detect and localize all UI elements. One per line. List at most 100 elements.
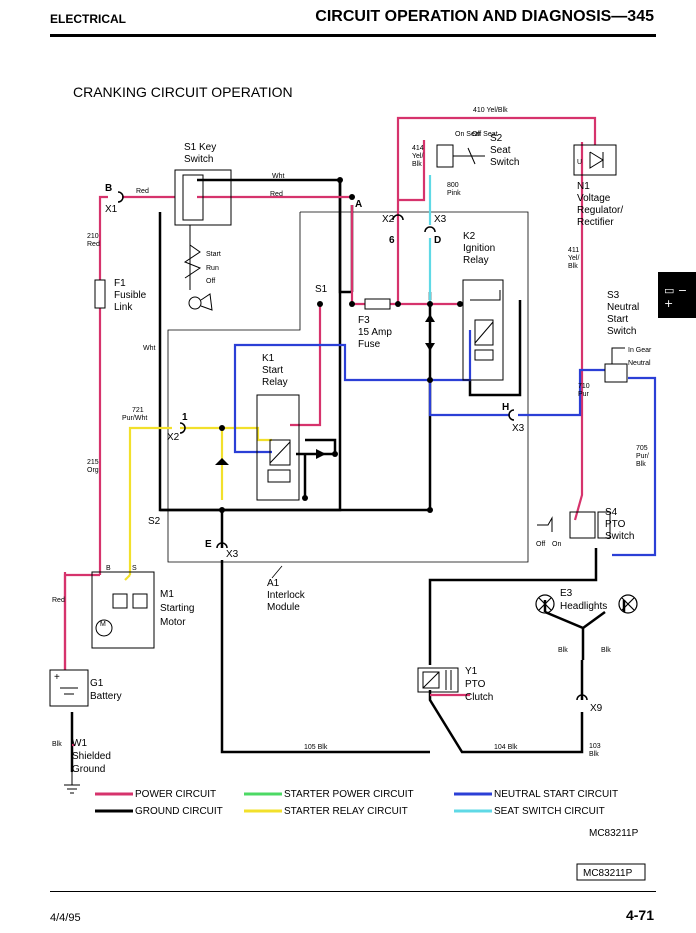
svg-text:PTO: PTO bbox=[605, 519, 626, 530]
svg-text:Start: Start bbox=[262, 365, 283, 376]
k1-diode bbox=[316, 449, 326, 459]
s4-pto-switch bbox=[537, 511, 611, 539]
svg-text:410 Yel/Blk: 410 Yel/Blk bbox=[473, 107, 508, 114]
svg-text:M: M bbox=[100, 621, 106, 628]
svg-text:411: 411 bbox=[568, 247, 579, 254]
m1-starting-motor bbox=[91, 571, 155, 649]
n1-regulator bbox=[573, 144, 617, 176]
svg-text:N1: N1 bbox=[577, 181, 590, 192]
svg-text:Voltage: Voltage bbox=[577, 193, 611, 204]
k2-ignition-relay bbox=[462, 279, 504, 381]
svg-text:Red: Red bbox=[52, 597, 65, 604]
e3-headlights bbox=[535, 594, 638, 614]
svg-text:X1: X1 bbox=[105, 204, 118, 215]
svg-text:E3: E3 bbox=[560, 588, 573, 599]
svg-text:Link: Link bbox=[114, 302, 133, 313]
svg-text:Ignition: Ignition bbox=[463, 243, 495, 254]
svg-text:Switch: Switch bbox=[184, 154, 213, 165]
junction-dot bbox=[457, 301, 463, 307]
svg-text:Run: Run bbox=[206, 265, 219, 272]
junction-dot bbox=[337, 177, 343, 183]
svg-text:721: 721 bbox=[132, 407, 144, 414]
legend-label: STARTER POWER CIRCUIT bbox=[284, 789, 414, 800]
svg-text:103: 103 bbox=[589, 743, 601, 750]
svg-text:B: B bbox=[105, 183, 112, 194]
header-section: ELECTRICAL bbox=[50, 12, 126, 26]
svg-text:Switch: Switch bbox=[605, 531, 634, 542]
svg-text:In Gear: In Gear bbox=[628, 347, 652, 354]
svg-text:Blk: Blk bbox=[589, 751, 599, 758]
junction-dot bbox=[427, 301, 433, 307]
svg-text:Module: Module bbox=[267, 602, 300, 613]
junction-dot bbox=[219, 425, 225, 431]
legend-label: POWER CIRCUIT bbox=[135, 789, 216, 800]
svg-text:X2: X2 bbox=[382, 214, 395, 225]
svg-text:705: 705 bbox=[636, 445, 648, 452]
junction-dot bbox=[332, 451, 338, 457]
svg-text:S1: S1 bbox=[315, 284, 328, 295]
w1-ground-icon bbox=[64, 772, 80, 794]
svg-text:X3: X3 bbox=[434, 214, 447, 225]
svg-text:Yel/: Yel/ bbox=[412, 153, 423, 160]
svg-text:K1: K1 bbox=[262, 353, 275, 364]
f3-fuse bbox=[364, 298, 391, 310]
svg-text:Switch: Switch bbox=[490, 157, 519, 168]
svg-text:M1: M1 bbox=[160, 589, 174, 600]
svg-text:Regulator/: Regulator/ bbox=[577, 205, 623, 216]
legend-label: SEAT SWITCH CIRCUIT bbox=[494, 806, 605, 817]
svg-text:Red: Red bbox=[270, 191, 283, 198]
diode-pair bbox=[425, 314, 435, 351]
svg-text:X2: X2 bbox=[167, 432, 180, 443]
svg-text:D: D bbox=[434, 235, 441, 246]
svg-text:K2: K2 bbox=[463, 231, 476, 242]
junction-dot bbox=[349, 194, 355, 200]
k1-start-relay bbox=[256, 394, 300, 501]
svg-text:104 Blk: 104 Blk bbox=[494, 744, 518, 751]
junction-dot bbox=[317, 301, 323, 307]
svg-text:6: 6 bbox=[389, 235, 395, 246]
svg-text:U: U bbox=[577, 159, 582, 166]
svg-text:E: E bbox=[205, 539, 212, 550]
svg-text:Pur/: Pur/ bbox=[636, 453, 649, 460]
svg-text:B: B bbox=[106, 565, 111, 572]
svg-text:414: 414 bbox=[412, 145, 424, 152]
header-title: CIRCUIT OPERATION AND DIAGNOSIS—345 bbox=[315, 8, 654, 25]
svg-text:Pur: Pur bbox=[578, 391, 590, 398]
neutral-start-wires bbox=[233, 330, 657, 557]
svg-text:W1: W1 bbox=[72, 738, 87, 749]
svg-text:Blk: Blk bbox=[601, 647, 611, 654]
svg-text:X9: X9 bbox=[590, 703, 603, 714]
svg-text:Pink: Pink bbox=[447, 190, 461, 197]
svg-text:A: A bbox=[355, 199, 362, 210]
yellow-diode bbox=[215, 458, 229, 465]
svg-text:Neutral: Neutral bbox=[628, 360, 651, 367]
svg-text:Seat: Seat bbox=[490, 145, 511, 156]
s3-neutral-switch bbox=[604, 347, 628, 383]
svg-text:Wht: Wht bbox=[272, 173, 285, 180]
a1-module-outline bbox=[167, 211, 529, 563]
svg-text:F3: F3 bbox=[358, 315, 370, 326]
y1-pto-clutch bbox=[417, 667, 459, 693]
svg-text:Off: Off bbox=[536, 541, 545, 548]
svg-text:Neutral: Neutral bbox=[607, 302, 639, 313]
svg-text:Blk: Blk bbox=[52, 741, 62, 748]
legend: POWER CIRCUIT GROUND CIRCUIT STARTER POWER… bbox=[95, 789, 618, 817]
svg-text:Battery: Battery bbox=[90, 691, 122, 702]
svg-text:S4: S4 bbox=[605, 507, 618, 518]
svg-text:210: 210 bbox=[87, 233, 99, 240]
svg-text:S2: S2 bbox=[148, 516, 161, 527]
svg-text:PTO: PTO bbox=[465, 679, 486, 690]
svg-text:Interlock: Interlock bbox=[267, 590, 306, 601]
svg-text:Rectifier: Rectifier bbox=[577, 217, 614, 228]
legend-label: GROUND CIRCUIT bbox=[135, 806, 223, 817]
header-rule bbox=[50, 34, 656, 37]
legend-label: STARTER RELAY CIRCUIT bbox=[284, 806, 408, 817]
svg-text:215: 215 bbox=[87, 459, 99, 466]
svg-text:Wht: Wht bbox=[143, 345, 156, 352]
svg-text:G1: G1 bbox=[90, 678, 104, 689]
footer-rule bbox=[50, 891, 656, 892]
svg-text:Red: Red bbox=[136, 188, 149, 195]
svg-text:Blk: Blk bbox=[568, 263, 578, 270]
junction-dot bbox=[427, 377, 433, 383]
svg-text:Starting: Starting bbox=[160, 603, 194, 614]
